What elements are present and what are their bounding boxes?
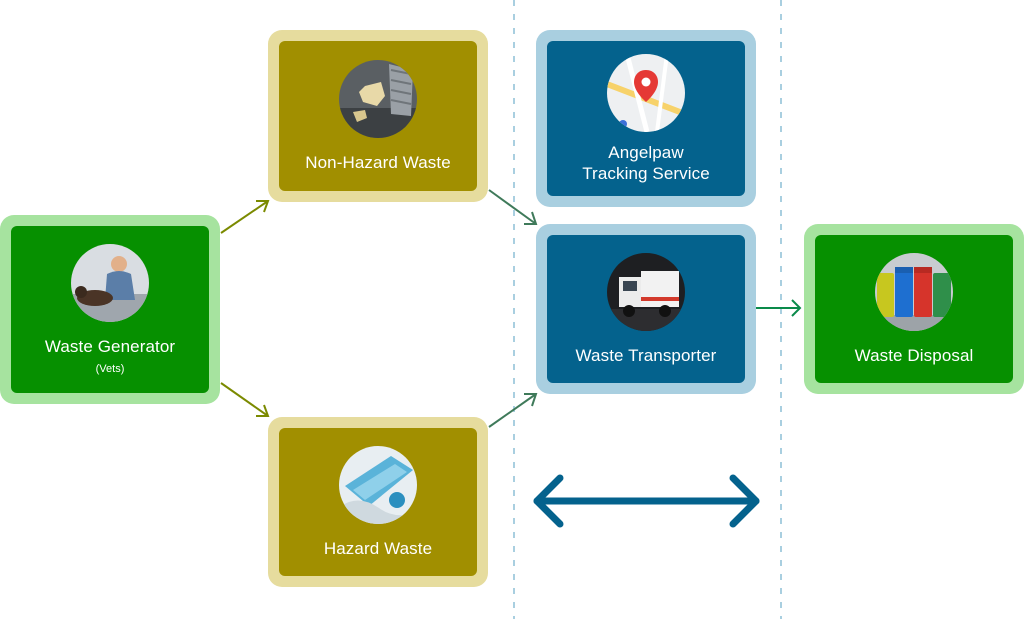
node-waste-transporter[interactable]: Waste Transporter (536, 224, 756, 394)
medical-waste-photo-icon (339, 445, 417, 524)
node-label: Hazard Waste (323, 538, 433, 558)
arrow-generator-to-hazard (220, 382, 270, 417)
node-label: Non-Hazard Waste (305, 152, 451, 172)
garbage-truck-photo-icon (607, 252, 685, 331)
node-label-line-1: Angelpaw (608, 142, 684, 162)
node-angelpaw-tracking-service-body: Angelpaw Tracking Service (547, 41, 745, 196)
node-hazard-waste-body: Hazard Waste (279, 428, 477, 576)
recycling-bins-photo-icon (875, 252, 953, 331)
node-waste-disposal[interactable]: Waste Disposal (804, 224, 1024, 394)
arrow-generator-to-nonhazard (220, 200, 270, 234)
node-waste-transporter-body: Waste Transporter (547, 235, 745, 383)
node-angelpaw-tracking-service[interactable]: Angelpaw Tracking Service (536, 30, 756, 207)
arrow-transporter-to-disposal (756, 299, 802, 317)
veterinarian-photo-icon (71, 244, 149, 322)
node-label: Waste Disposal (854, 345, 974, 365)
node-label: Waste Generator (44, 337, 176, 356)
arrow-hazard-to-transporter (488, 393, 538, 428)
node-non-hazard-waste-body: Non-Hazard Waste (279, 41, 477, 191)
map-pin-photo-icon (607, 53, 685, 132)
waste-paper-photo-icon (339, 59, 417, 138)
arrow-nonhazard-to-transporter (488, 189, 538, 225)
node-non-hazard-waste[interactable]: Non-Hazard Waste (268, 30, 488, 202)
node-label: Waste Transporter (575, 345, 717, 365)
node-waste-generator-body: Waste Generator (Vets) (11, 226, 209, 393)
node-label-line-2: Tracking Service (582, 163, 710, 183)
node-waste-disposal-body: Waste Disposal (815, 235, 1013, 383)
node-hazard-waste[interactable]: Hazard Waste (268, 417, 488, 587)
node-waste-generator[interactable]: Waste Generator (Vets) (0, 215, 220, 404)
node-sublabel: (Vets) (95, 363, 125, 375)
double-headed-arrow-icon (533, 474, 760, 528)
